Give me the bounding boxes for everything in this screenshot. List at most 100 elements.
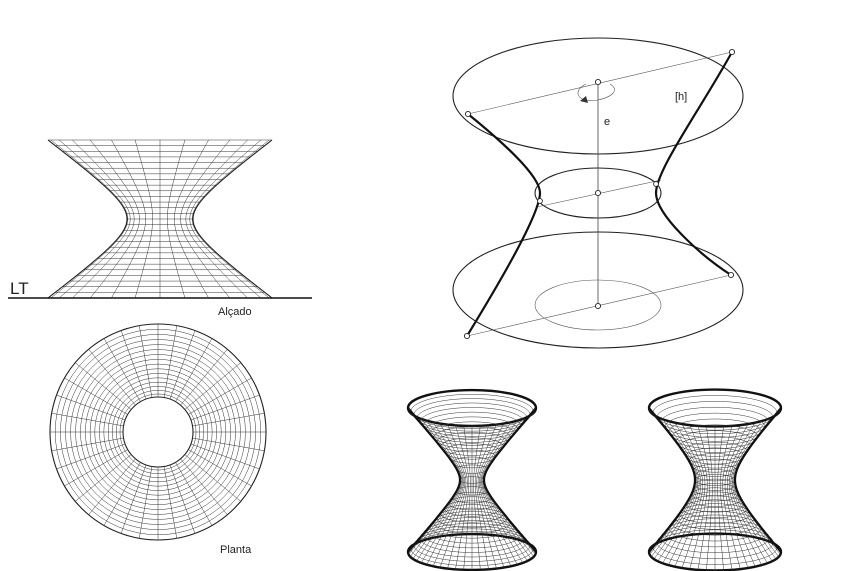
plan-radial-line (120, 330, 147, 400)
rendered-meridian-line (722, 424, 741, 570)
rendered-meridian-line (474, 425, 489, 570)
plan-radial-line (163, 325, 178, 398)
point-throat-left (537, 198, 543, 204)
plan-radial-line (75, 362, 132, 410)
plan-radial-line (88, 458, 136, 515)
plan-radial-line (180, 349, 228, 406)
rendered-hyperboloid-right (647, 388, 783, 571)
plan-radial-line (103, 338, 141, 402)
plan-radial-line (51, 437, 124, 452)
rendered-meridian-line (455, 425, 470, 570)
point-bottom-right (727, 271, 735, 279)
rendered-meridian-line (476, 424, 497, 569)
rendered-meridian-line (724, 423, 749, 569)
plan-radial-line (190, 443, 260, 470)
plan-view: Planta (49, 323, 267, 556)
rendered-meridian-line (426, 420, 464, 565)
rendered-meridian-line (728, 420, 762, 566)
elevation-meridian-line (185, 139, 248, 299)
rendered-meridian-line (726, 422, 756, 567)
axis-point-mid (594, 189, 602, 197)
plan-radial-line (64, 377, 128, 415)
elevation-meridian-line (72, 139, 135, 299)
plan-radial-line (188, 449, 252, 487)
rendered-silhouette-left (648, 407, 697, 553)
rendered-meridian-line (481, 418, 523, 564)
rendered-meridian-line (668, 420, 702, 566)
plan-radial-line (188, 377, 252, 415)
elevation-meridian-line (180, 139, 231, 299)
profile-curve-left (466, 113, 542, 337)
point-throat-right (653, 181, 659, 187)
rendered-meridian-line (463, 425, 471, 570)
point-bottom-left (463, 332, 471, 340)
plan-radial-line (64, 449, 128, 487)
plan-radial-line (184, 362, 241, 410)
elevation-label: Alçado (218, 306, 252, 318)
rendered-meridian-line (447, 424, 468, 569)
plan-radial-line (103, 462, 141, 526)
rendered-silhouette-right (482, 407, 537, 553)
elevation-meridian-line (189, 139, 262, 299)
elevation-view: LT Alçado (8, 139, 312, 318)
axis-label: e (604, 116, 610, 128)
rendered-meridian-line (480, 420, 518, 565)
point-top-right (728, 48, 736, 56)
rendered-ring-ellipse (410, 394, 534, 429)
ground-line-label: LT (10, 279, 29, 298)
plan-ring-circle (112, 386, 204, 478)
rendered-meridian-line (717, 426, 724, 571)
rendered-meridian-line (473, 425, 481, 570)
plan-radial-line (120, 464, 147, 534)
plan-radial-line (138, 325, 153, 398)
plan-radial-line (192, 437, 265, 452)
plan-ring-circle (119, 393, 197, 471)
rendered-meridian-line (648, 407, 696, 553)
rendered-meridian-line (421, 418, 463, 564)
elevation-meridian-line (111, 139, 146, 299)
rendered-meridian-line (697, 425, 711, 570)
rendered-ring-ellipse (647, 388, 783, 428)
profile-curve-right (654, 51, 733, 276)
plan-radial-line (180, 458, 228, 515)
rendered-hyperboloid-left (406, 388, 538, 571)
plan-radial-line (192, 412, 265, 427)
plan-ring-circle (122, 396, 194, 468)
rendered-meridian-line (477, 423, 505, 568)
rotation-arrow-head (580, 96, 588, 103)
plan-mesh (49, 323, 267, 541)
plan-radial-line (184, 454, 241, 502)
rendered-meridian-line (719, 425, 733, 570)
elevation-meridian-line (134, 139, 153, 299)
rendered-meridian-line (674, 422, 704, 567)
rendered-meridian-line (432, 422, 465, 567)
plan-radial-line (190, 394, 260, 421)
generatrix-label: [h] (675, 91, 687, 103)
plan-radial-line (175, 338, 213, 402)
plan-label: Planta (220, 544, 252, 556)
rendered-silhouette-left (407, 407, 462, 553)
rendered-meridian-line (730, 419, 768, 564)
elevation-meridian-line (89, 139, 140, 299)
plan-ring-circle (116, 390, 200, 474)
elevation-meridian-line (174, 139, 209, 299)
rendered-meridian-line (681, 423, 706, 569)
plan-radial-line (169, 330, 196, 400)
perspective-view: e [h] (452, 37, 744, 349)
axis-point-bottom (594, 302, 602, 310)
plan-radial-line (75, 454, 132, 502)
rendered-meridian-line (734, 407, 782, 553)
elevation-mesh (47, 139, 273, 299)
rotation-arrow (577, 83, 615, 102)
rendered-meridian-line (662, 419, 700, 564)
elevation-meridian-line (50, 139, 129, 299)
elevation-profile-left (47, 139, 128, 299)
plan-radial-line (51, 412, 124, 427)
elevation-meridian-line (191, 139, 270, 299)
rendered-meridian-line (439, 423, 467, 568)
rendered-meridian-line (689, 424, 708, 570)
elevation-meridian-line (58, 139, 131, 299)
rendered-meridian-line (706, 426, 713, 571)
plan-radial-line (175, 462, 213, 526)
